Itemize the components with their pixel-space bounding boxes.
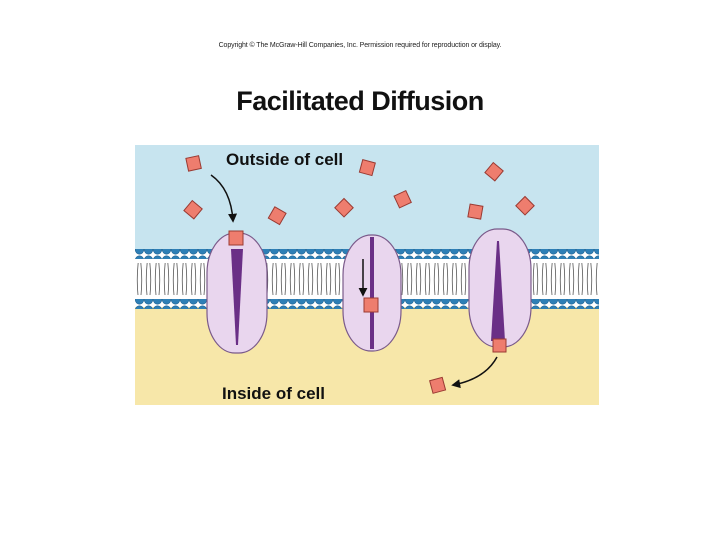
solute-molecule [267,206,287,226]
page-title: Facilitated Diffusion [236,86,484,116]
solute-molecule [492,338,507,353]
carrier-protein-open-outside [206,232,268,354]
solute-molecule [228,230,244,246]
solute-molecule [363,297,379,313]
solute-molecule [393,189,412,209]
solute-molecule [334,197,354,218]
facilitated-diffusion-diagram [135,145,599,405]
outside-of-cell-label: Outside of cell [226,150,344,169]
solute-molecule [185,155,202,172]
carrier-protein-occluded [342,234,402,352]
solute-molecules [183,155,535,394]
solute-molecule [429,376,447,394]
solute-molecule [358,159,376,177]
solute-molecule [467,203,484,220]
solute-molecule [515,195,535,216]
carrier-protein-open-inside [468,228,532,348]
entry-arrow [210,174,238,223]
diffusion-arrows [210,174,498,389]
exit-arrow [451,356,498,389]
copyright-notice: Copyright © The McGraw-Hill Companies, I… [218,42,502,49]
solute-molecule [484,161,504,182]
inside-of-cell-label: Inside of cell [222,384,325,403]
solute-molecule [183,199,203,220]
